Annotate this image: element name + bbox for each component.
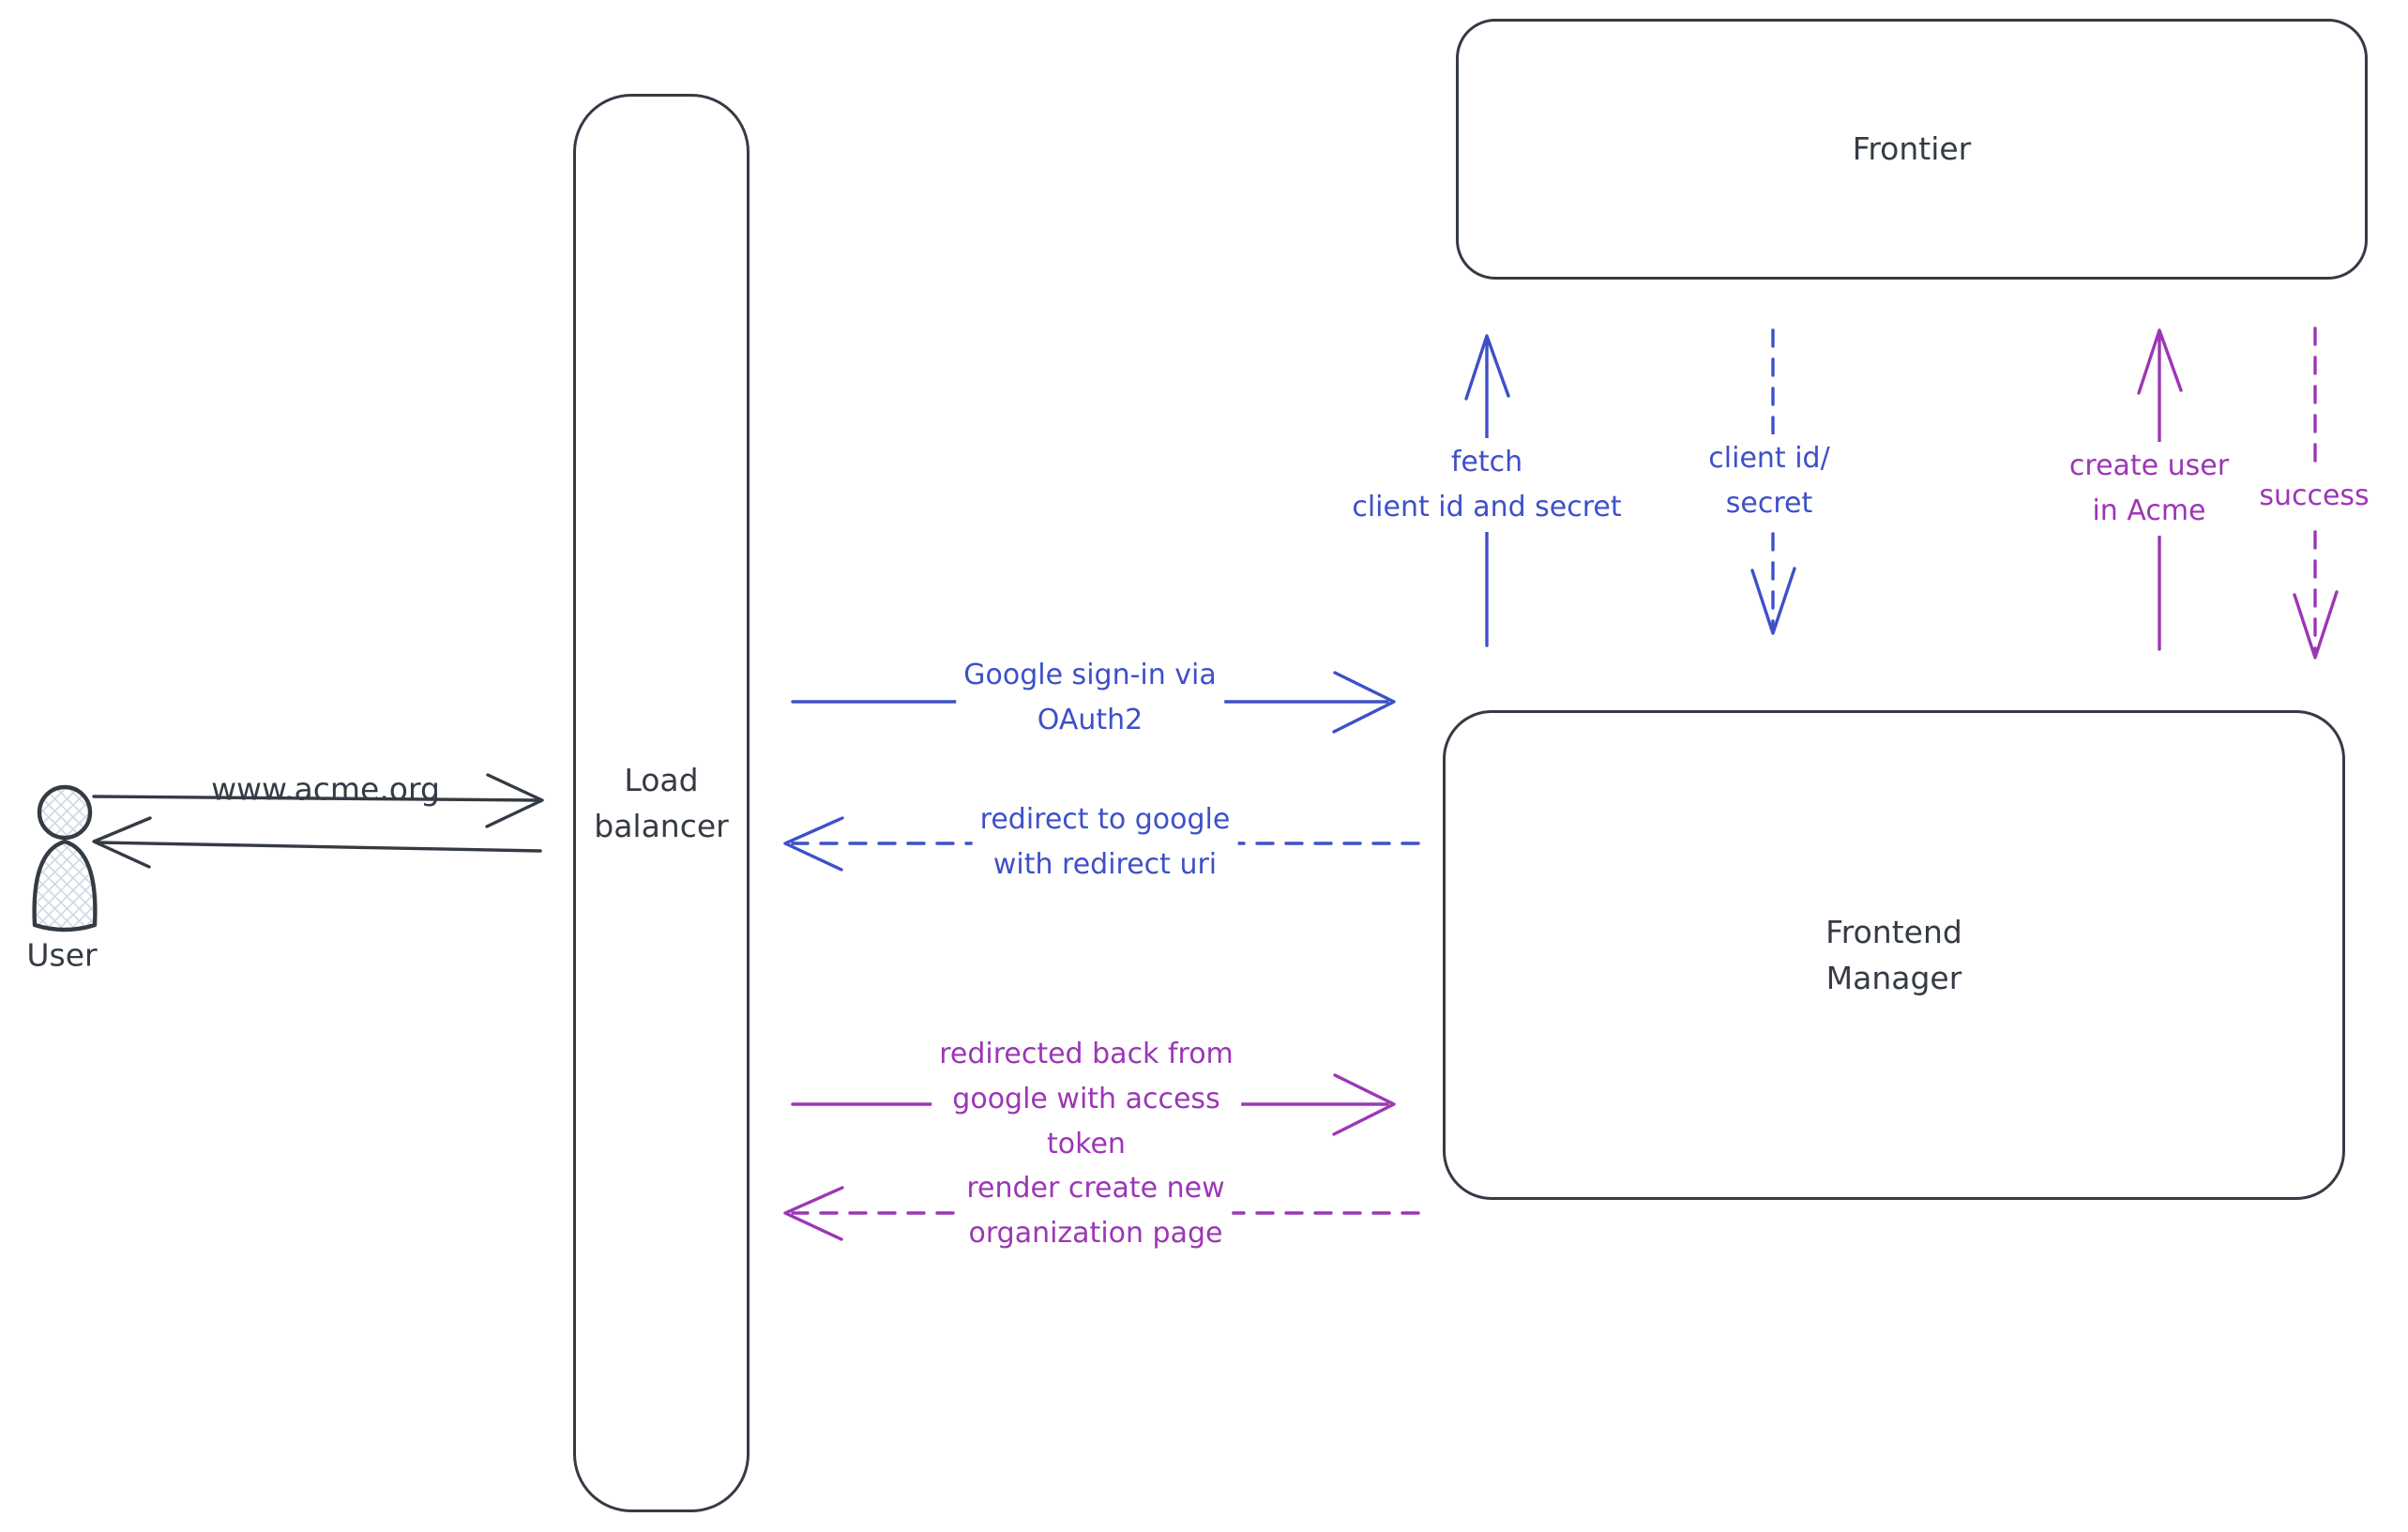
edge-label-fetch-client-secret: fetch client id and secret xyxy=(1344,438,1629,532)
arrow-www-acme xyxy=(92,773,544,828)
node-frontend-manager: Frontend Manager xyxy=(1443,710,2345,1200)
node-load-balancer: Load balancer xyxy=(573,94,750,1512)
user-label: User xyxy=(26,936,98,974)
edge-label-www-acme: www.acme.org xyxy=(211,770,440,808)
arrow-render-org-page xyxy=(783,1186,1420,1241)
frontier-label: Frontier xyxy=(1852,130,1972,168)
edge-label-create-user: create user in Acme xyxy=(2061,442,2237,536)
edge-label-redirect-to-google: redirect to google with redirect uri xyxy=(972,796,1238,889)
arrow-return-to-user xyxy=(92,816,542,869)
frontend-manager-label: Frontend Manager xyxy=(1825,913,1962,997)
user-figure-icon xyxy=(32,784,98,933)
load-balancer-label: Load balancer xyxy=(594,761,729,845)
edge-label-success: success xyxy=(2251,472,2377,521)
edge-label-google-signin: Google sign-in via OAuth2 xyxy=(956,651,1224,745)
node-frontier: Frontier xyxy=(1456,19,2368,280)
edge-label-render-org-page: render create new organization page xyxy=(959,1164,1233,1258)
arrow-redirect-to-google xyxy=(783,816,1420,872)
edge-label-redirected-back: redirected back from google with access … xyxy=(931,1030,1241,1169)
edge-label-client-id-secret: client id/ secret xyxy=(1701,434,1838,528)
